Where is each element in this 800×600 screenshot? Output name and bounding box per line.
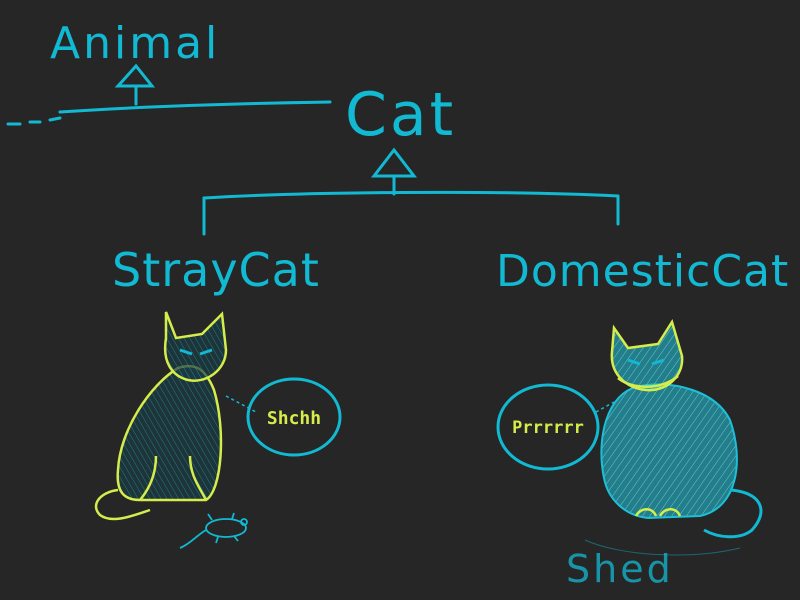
stray-cat-class-label: StrayCat (112, 243, 320, 297)
domestic-cat-speech-text: Prrrrrr (512, 418, 584, 438)
domestic-cat-class-label: DomesticCat (496, 246, 789, 297)
domestic-cat-speech-bubble: Prrrrrr (496, 383, 615, 471)
stray-cat-speech-bubble: Shchh (225, 377, 342, 457)
animal-class-label: Animal (50, 18, 220, 69)
stray-cat-illustration (94, 311, 228, 521)
domestic-cat-illustration (600, 319, 763, 539)
stray-cat-speech-text: Shchh (267, 408, 321, 429)
cat-class-label: Cat (345, 80, 456, 150)
shed-annotation-text: Shed (566, 547, 674, 591)
shed-fur-annotation: Shed (566, 539, 741, 591)
mouse-icon (179, 512, 248, 549)
subclasses-to-cat-arrow (202, 147, 620, 236)
cat-to-animal-arrow (6, 63, 332, 126)
